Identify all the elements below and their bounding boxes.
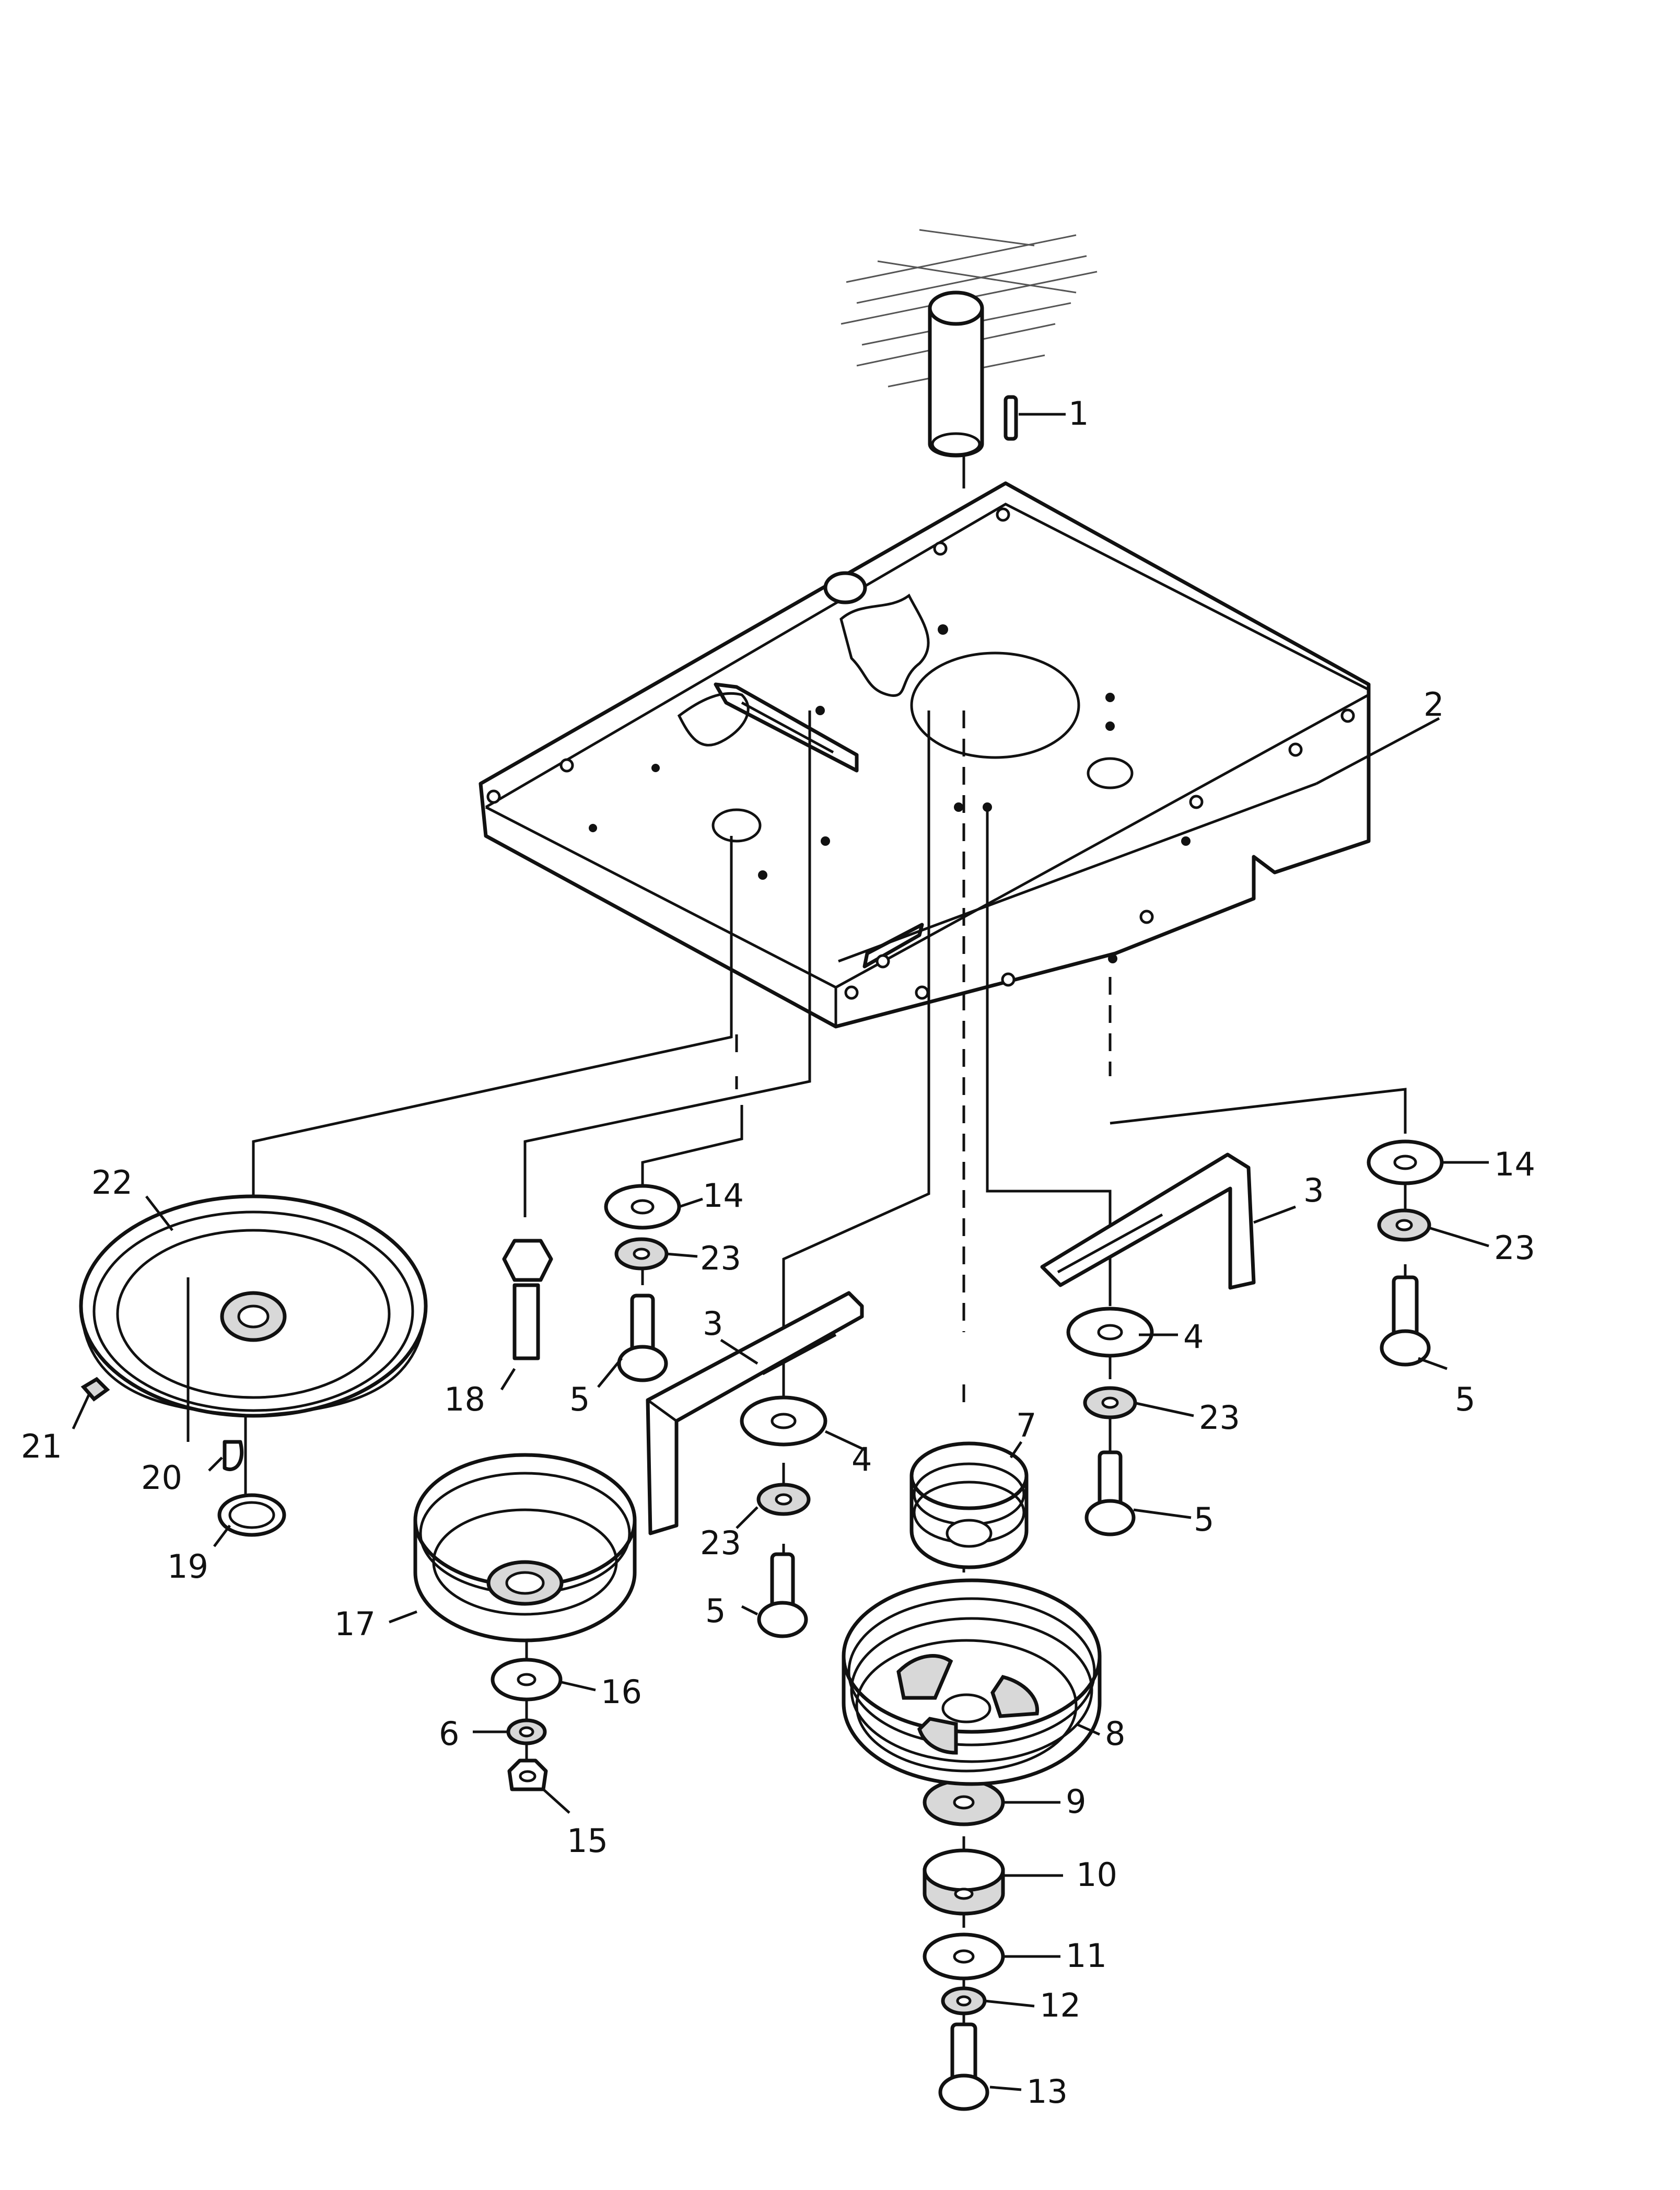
callout-23-b: 23 xyxy=(1494,1229,1535,1267)
callout-10: 10 xyxy=(1076,1856,1117,1894)
callout-1: 1 xyxy=(1068,394,1089,433)
idler-pulley xyxy=(413,1453,637,1642)
callout-3-right: 3 xyxy=(1303,1171,1324,1209)
large-drive-pulley xyxy=(842,1578,1102,1786)
assembly-leader-lines xyxy=(244,710,1407,2048)
nuts xyxy=(507,1758,548,1791)
callout-18: 18 xyxy=(444,1380,485,1418)
mounting-plate xyxy=(479,481,1371,1029)
left-bracket xyxy=(646,1291,864,1535)
callout-4-right: 4 xyxy=(1183,1318,1204,1356)
callout-5-a: 5 xyxy=(569,1380,590,1418)
bolt-13 xyxy=(938,2022,989,2111)
callout-4-left: 4 xyxy=(851,1440,872,1478)
callout-5-c: 5 xyxy=(1194,1500,1214,1539)
right-bracket xyxy=(1040,1152,1256,1290)
callout-12: 12 xyxy=(1040,1986,1081,2024)
small-drive-pulley xyxy=(909,1441,1029,1569)
key-part xyxy=(1004,395,1018,441)
bolt-5-d xyxy=(1380,1275,1431,1367)
callout-9: 9 xyxy=(1066,1783,1086,1821)
washers xyxy=(491,1139,1444,2016)
bolts xyxy=(502,1239,1431,2111)
spacer xyxy=(923,1848,1005,1916)
retaining-ring xyxy=(217,1493,286,1537)
callout-5-b: 5 xyxy=(705,1592,726,1630)
callout-14-left: 14 xyxy=(703,1176,744,1215)
callout-11: 11 xyxy=(1066,1937,1107,1975)
callout-13: 13 xyxy=(1026,2072,1068,2111)
callout-pointers xyxy=(72,413,1489,2091)
callout-21: 21 xyxy=(21,1427,62,1465)
callout-15: 15 xyxy=(567,1822,608,1860)
callout-20: 20 xyxy=(141,1459,182,1497)
callout-17: 17 xyxy=(334,1605,376,1643)
callout-22: 22 xyxy=(91,1163,133,1202)
bolt-5-c xyxy=(1084,1450,1136,1536)
callout-6: 6 xyxy=(439,1715,459,1753)
bolt-5-b xyxy=(757,1552,808,1638)
callout-8: 8 xyxy=(1105,1715,1125,1753)
callout-14-right: 14 xyxy=(1494,1145,1535,1183)
callout-23-c: 23 xyxy=(700,1524,741,1562)
callout-23-d: 23 xyxy=(1199,1399,1240,1437)
callout-19: 19 xyxy=(167,1547,208,1586)
large-pulley xyxy=(79,1194,428,1442)
callout-3-left: 3 xyxy=(703,1304,723,1343)
set-screw xyxy=(80,1377,110,1402)
callout-5-d: 5 xyxy=(1455,1380,1475,1418)
drive-shaft xyxy=(841,229,1098,488)
callout-16: 16 xyxy=(601,1673,642,1711)
bolt-18 xyxy=(502,1239,553,1360)
woodruff-key xyxy=(223,1440,244,1471)
callout-labels: 1 2 3 3 4 4 5 5 5 5 6 7 8 9 10 11 12 13 … xyxy=(21,394,1535,2111)
assembly-center-lines xyxy=(735,710,1112,1411)
callout-2: 2 xyxy=(1424,685,1444,724)
callout-7: 7 xyxy=(1016,1406,1036,1445)
callout-23-a: 23 xyxy=(700,1239,741,1277)
bolt-5-a xyxy=(617,1294,668,1382)
